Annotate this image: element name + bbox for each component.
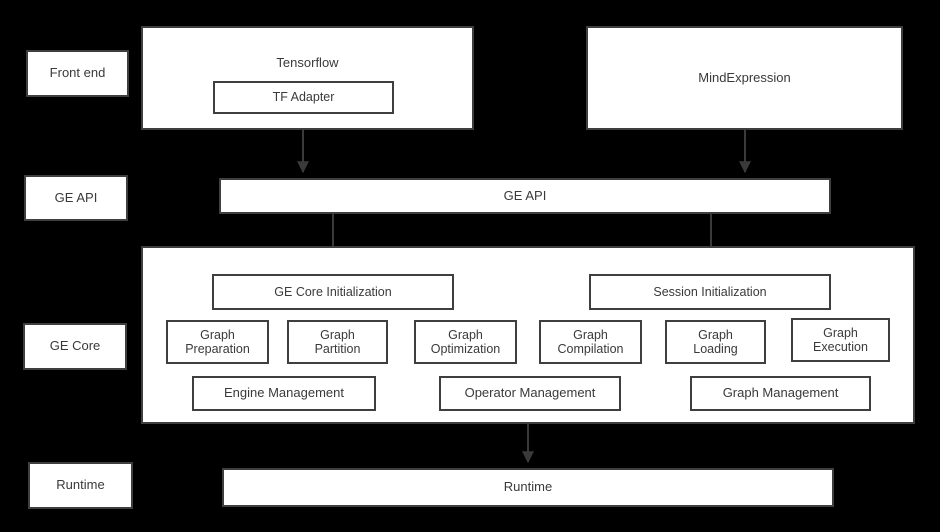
management-engine[interactable]: Engine Management bbox=[192, 376, 376, 411]
module-graph-execution[interactable]: Graph Execution bbox=[791, 318, 890, 362]
frontend-mindexpression-box: MindExpression bbox=[586, 26, 903, 130]
tier-label-runtime: Runtime bbox=[28, 462, 133, 509]
tensorflow-title: Tensorflow bbox=[276, 55, 339, 70]
module-graph-partition[interactable]: Graph Partition bbox=[287, 320, 388, 364]
frontend-tensorflow-container: Tensorflow bbox=[141, 26, 474, 130]
ge-core-initialization-box[interactable]: GE Core Initialization bbox=[212, 274, 454, 310]
tf-adapter-box[interactable]: TF Adapter bbox=[213, 81, 394, 114]
runtime-bar[interactable]: Runtime bbox=[222, 468, 834, 507]
module-graph-loading[interactable]: Graph Loading bbox=[665, 320, 766, 364]
module-graph-compilation[interactable]: Graph Compilation bbox=[539, 320, 642, 364]
tier-label-ge-api: GE API bbox=[24, 175, 128, 221]
management-operator[interactable]: Operator Management bbox=[439, 376, 621, 411]
tier-label-front-end: Front end bbox=[26, 50, 129, 97]
module-graph-optimization[interactable]: Graph Optimization bbox=[414, 320, 517, 364]
ge-api-bar[interactable]: GE API bbox=[219, 178, 831, 214]
management-graph[interactable]: Graph Management bbox=[690, 376, 871, 411]
module-graph-preparation[interactable]: Graph Preparation bbox=[166, 320, 269, 364]
tier-label-ge-core: GE Core bbox=[23, 323, 127, 370]
session-initialization-box[interactable]: Session Initialization bbox=[589, 274, 831, 310]
